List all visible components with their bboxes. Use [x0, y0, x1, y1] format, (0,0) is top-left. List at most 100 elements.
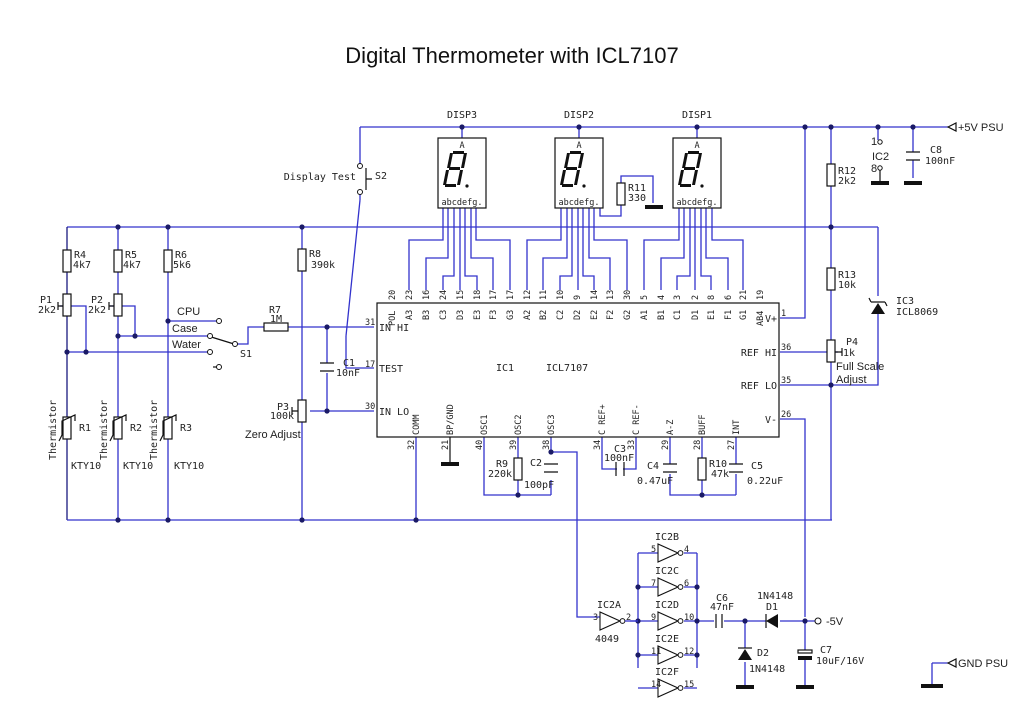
pin-number: 34 — [593, 440, 603, 450]
pin-label: OSC3 — [547, 415, 557, 435]
pin-number: 21 — [739, 290, 749, 300]
potentiometer-p2[interactable]: P2 2k2 — [88, 293, 123, 317]
pin-number: 8 — [707, 295, 717, 300]
pin-label-vminus: V- — [765, 415, 777, 426]
pin-labels: abcdefg. — [559, 198, 600, 208]
component-value: 10k — [838, 280, 856, 291]
pin-number: 19 — [756, 290, 766, 300]
potentiometer-p3[interactable]: P3 100k Zero Adjust — [245, 399, 307, 441]
component-name: S2 — [375, 171, 387, 182]
ic-part: ICL7107 — [546, 363, 588, 374]
capacitor-c3: C3 100nF — [604, 444, 634, 476]
pin-number: 5 — [651, 545, 656, 555]
pin-number: 33 — [627, 440, 637, 450]
pin-number: 10 — [684, 613, 694, 623]
component-value: 1k — [843, 348, 855, 359]
pin-number: 38 — [542, 440, 552, 450]
display-disp2: DISP2 A abcdefg. — [554, 110, 604, 209]
diagram-title: Digital Thermometer with ICL7107 — [345, 43, 678, 68]
pin-number: 15 — [684, 680, 694, 690]
seven-segment-digit — [560, 151, 586, 188]
pin-label: D1 — [691, 310, 701, 320]
selector-switch-s1[interactable]: S1 CPU Case Water — [172, 306, 252, 370]
anode-label: A — [694, 141, 699, 151]
component-name: P4 — [846, 337, 858, 348]
component-value: 100nF — [604, 453, 634, 464]
potentiometer-p4[interactable]: P4 1k Full Scale Adjust — [826, 337, 884, 386]
pin-number: 14 — [590, 290, 600, 300]
resistor-r11: R11 330 — [616, 182, 663, 209]
pin-label: F1 — [724, 310, 734, 320]
pin-label: A3 — [405, 310, 415, 320]
capacitor-c4: C4 0.47uF — [637, 461, 677, 487]
ground-symbol — [441, 462, 459, 466]
component-value: ICL8069 — [896, 307, 938, 318]
component-value: 2k2 — [38, 305, 56, 316]
pin-number: 13 — [606, 290, 616, 300]
component-value: 100pF — [524, 480, 554, 491]
pin-label: AB4 — [756, 311, 766, 326]
pin-number: 18 — [473, 290, 483, 300]
resistor-r6: R6 5k6 — [163, 249, 191, 273]
pin-number: 1 — [871, 136, 877, 148]
seven-segment-digit — [678, 151, 704, 188]
ic3-icl8069: IC3 ICL8069 — [868, 296, 938, 318]
component-value: 4k7 — [123, 260, 141, 271]
pin-label: A1 — [640, 310, 650, 320]
pin-label: C3 — [439, 310, 449, 320]
pin-label: G2 — [623, 310, 633, 320]
pin-label: C REF- — [632, 404, 642, 435]
potentiometer-p1[interactable]: P1 2k2 — [38, 293, 72, 317]
component-value: 1M — [270, 314, 282, 325]
pin-label: B2 — [539, 310, 549, 320]
component-name: C4 — [647, 461, 659, 472]
pin-number: 31 — [365, 318, 375, 328]
component-value: 2k2 — [838, 176, 856, 187]
pin-label: BP/GND — [446, 404, 456, 435]
capacitor-c5: C5 0.22uF — [729, 461, 783, 487]
pin-number: 21 — [441, 440, 451, 450]
pin-label-in-hi: IN HI — [379, 323, 409, 334]
pin-number: 9 — [573, 295, 583, 300]
gnd-label: GND PSU — [958, 658, 1008, 670]
pin-number: 16 — [422, 290, 432, 300]
gate-name: IC2F — [655, 667, 679, 678]
pin-number: 35 — [781, 376, 791, 386]
capacitor-c8: C8 100nF — [904, 145, 955, 185]
resistor-r13: R13 10k — [826, 267, 856, 291]
switch-label: Display Test — [284, 172, 356, 183]
pin-label: F3 — [489, 310, 499, 320]
component-name: R6 — [175, 250, 187, 261]
component-name: R12 — [838, 166, 856, 177]
capacitor-c6: C6 47nF — [710, 593, 734, 628]
switch-s2[interactable]: S2 Display Test — [284, 163, 387, 195]
component-name: D1 — [766, 602, 778, 613]
component-name: R13 — [838, 270, 856, 281]
pin-number: 8 — [871, 163, 877, 175]
pot-label: Full Scale — [836, 361, 884, 373]
pin-number: 40 — [475, 440, 485, 450]
pot-label: Zero Adjust — [245, 429, 301, 441]
thermistor-r2: R2 KTY10 Thermistor — [99, 400, 153, 472]
pin-label: B1 — [657, 310, 667, 320]
pin-number: 17 — [506, 290, 516, 300]
pin-number: 1 — [781, 309, 786, 319]
component-type: Thermistor — [149, 400, 160, 460]
ic-part: 4049 — [595, 634, 619, 645]
pin-number: 27 — [727, 440, 737, 450]
component-name: R2 — [130, 423, 142, 434]
pin-number: 4 — [657, 295, 667, 300]
component-name: P2 — [91, 295, 103, 306]
pin-label: E3 — [473, 310, 483, 320]
pot-label: Adjust — [836, 374, 867, 386]
component-name: P1 — [40, 295, 52, 306]
component-name: R11 — [628, 183, 646, 194]
component-value: 1N4148 — [749, 664, 785, 675]
